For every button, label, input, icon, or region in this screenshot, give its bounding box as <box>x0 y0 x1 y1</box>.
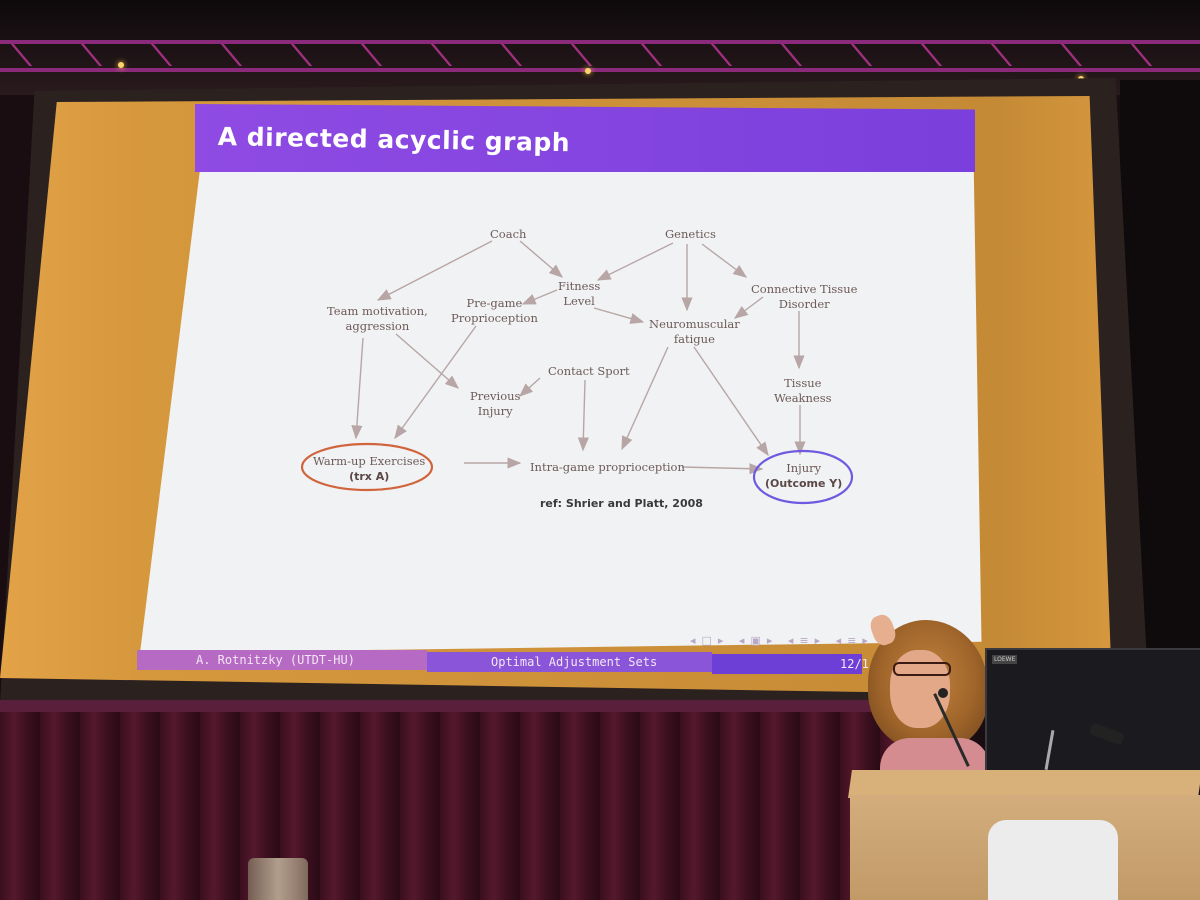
node-coach: Coach <box>490 227 527 241</box>
node-genetics: Genetics <box>665 227 716 241</box>
outcome-circle <box>752 449 854 505</box>
monitor-brand-label: LOEWE <box>992 655 1018 664</box>
stage-light <box>585 68 591 74</box>
stage-light <box>118 62 124 68</box>
ceiling <box>0 0 1200 95</box>
node-warmup-exercises: Warm-up Exercises(trx A) <box>313 454 426 483</box>
microphone-icon <box>938 688 948 698</box>
edge-neuro-injury <box>693 346 769 457</box>
edge-neuro-intragame <box>621 346 669 451</box>
edge-team-warmup <box>351 337 364 440</box>
edge-pregame-warmup <box>394 325 477 440</box>
footer-page-bar <box>712 654 862 674</box>
slide-reference: ref: Shrier and Platt, 2008 <box>540 497 703 510</box>
edge-genetics-connective <box>701 243 748 278</box>
edge-connective-neuro <box>733 296 764 319</box>
edge-team-previous <box>395 333 460 389</box>
podium-panel <box>988 820 1118 900</box>
edge-coach-fitness <box>519 240 564 278</box>
confidence-monitor <box>985 648 1200 782</box>
edge-genetics-fitness <box>596 242 674 281</box>
edge-contact-previous <box>518 377 541 397</box>
node-team-motivation: Team motivation,aggression <box>327 304 428 333</box>
node-contact-sport: Contact Sport <box>548 364 630 378</box>
truss-bar-top <box>0 40 1200 44</box>
slide-body <box>140 105 982 654</box>
edge-fitness-pregame <box>521 289 558 305</box>
edge-coach-team <box>376 240 493 301</box>
beamer-nav-icons: ◂□▸ ◂▣▸ ◂≡▸ ◂≡▸ <box>690 634 874 647</box>
node-injury-outcome: Injury(Outcome Y) <box>765 461 843 490</box>
truss-bar-bottom <box>0 68 1200 72</box>
footer-talk-title: Optimal Adjustment Sets <box>491 655 658 669</box>
edge-fitness-neuro <box>593 307 645 324</box>
slide-header-bar <box>195 104 975 172</box>
footer-author-bar <box>137 650 427 670</box>
footer-title-bar <box>427 652 712 672</box>
speaker-glasses <box>893 662 951 676</box>
treatment-circle <box>300 442 434 492</box>
footer-page-number: 12/1 <box>840 657 869 671</box>
footer-author: A. Rotnitzky (UTDT-HU) <box>196 653 355 667</box>
edge-intragame-injury <box>681 463 764 475</box>
water-jug <box>248 858 308 900</box>
edge-contact-intragame <box>577 379 589 452</box>
stage-curtain <box>0 712 900 900</box>
node-intragame-proprioception: Intra-game proprioception <box>530 460 685 474</box>
podium-top <box>848 770 1200 798</box>
